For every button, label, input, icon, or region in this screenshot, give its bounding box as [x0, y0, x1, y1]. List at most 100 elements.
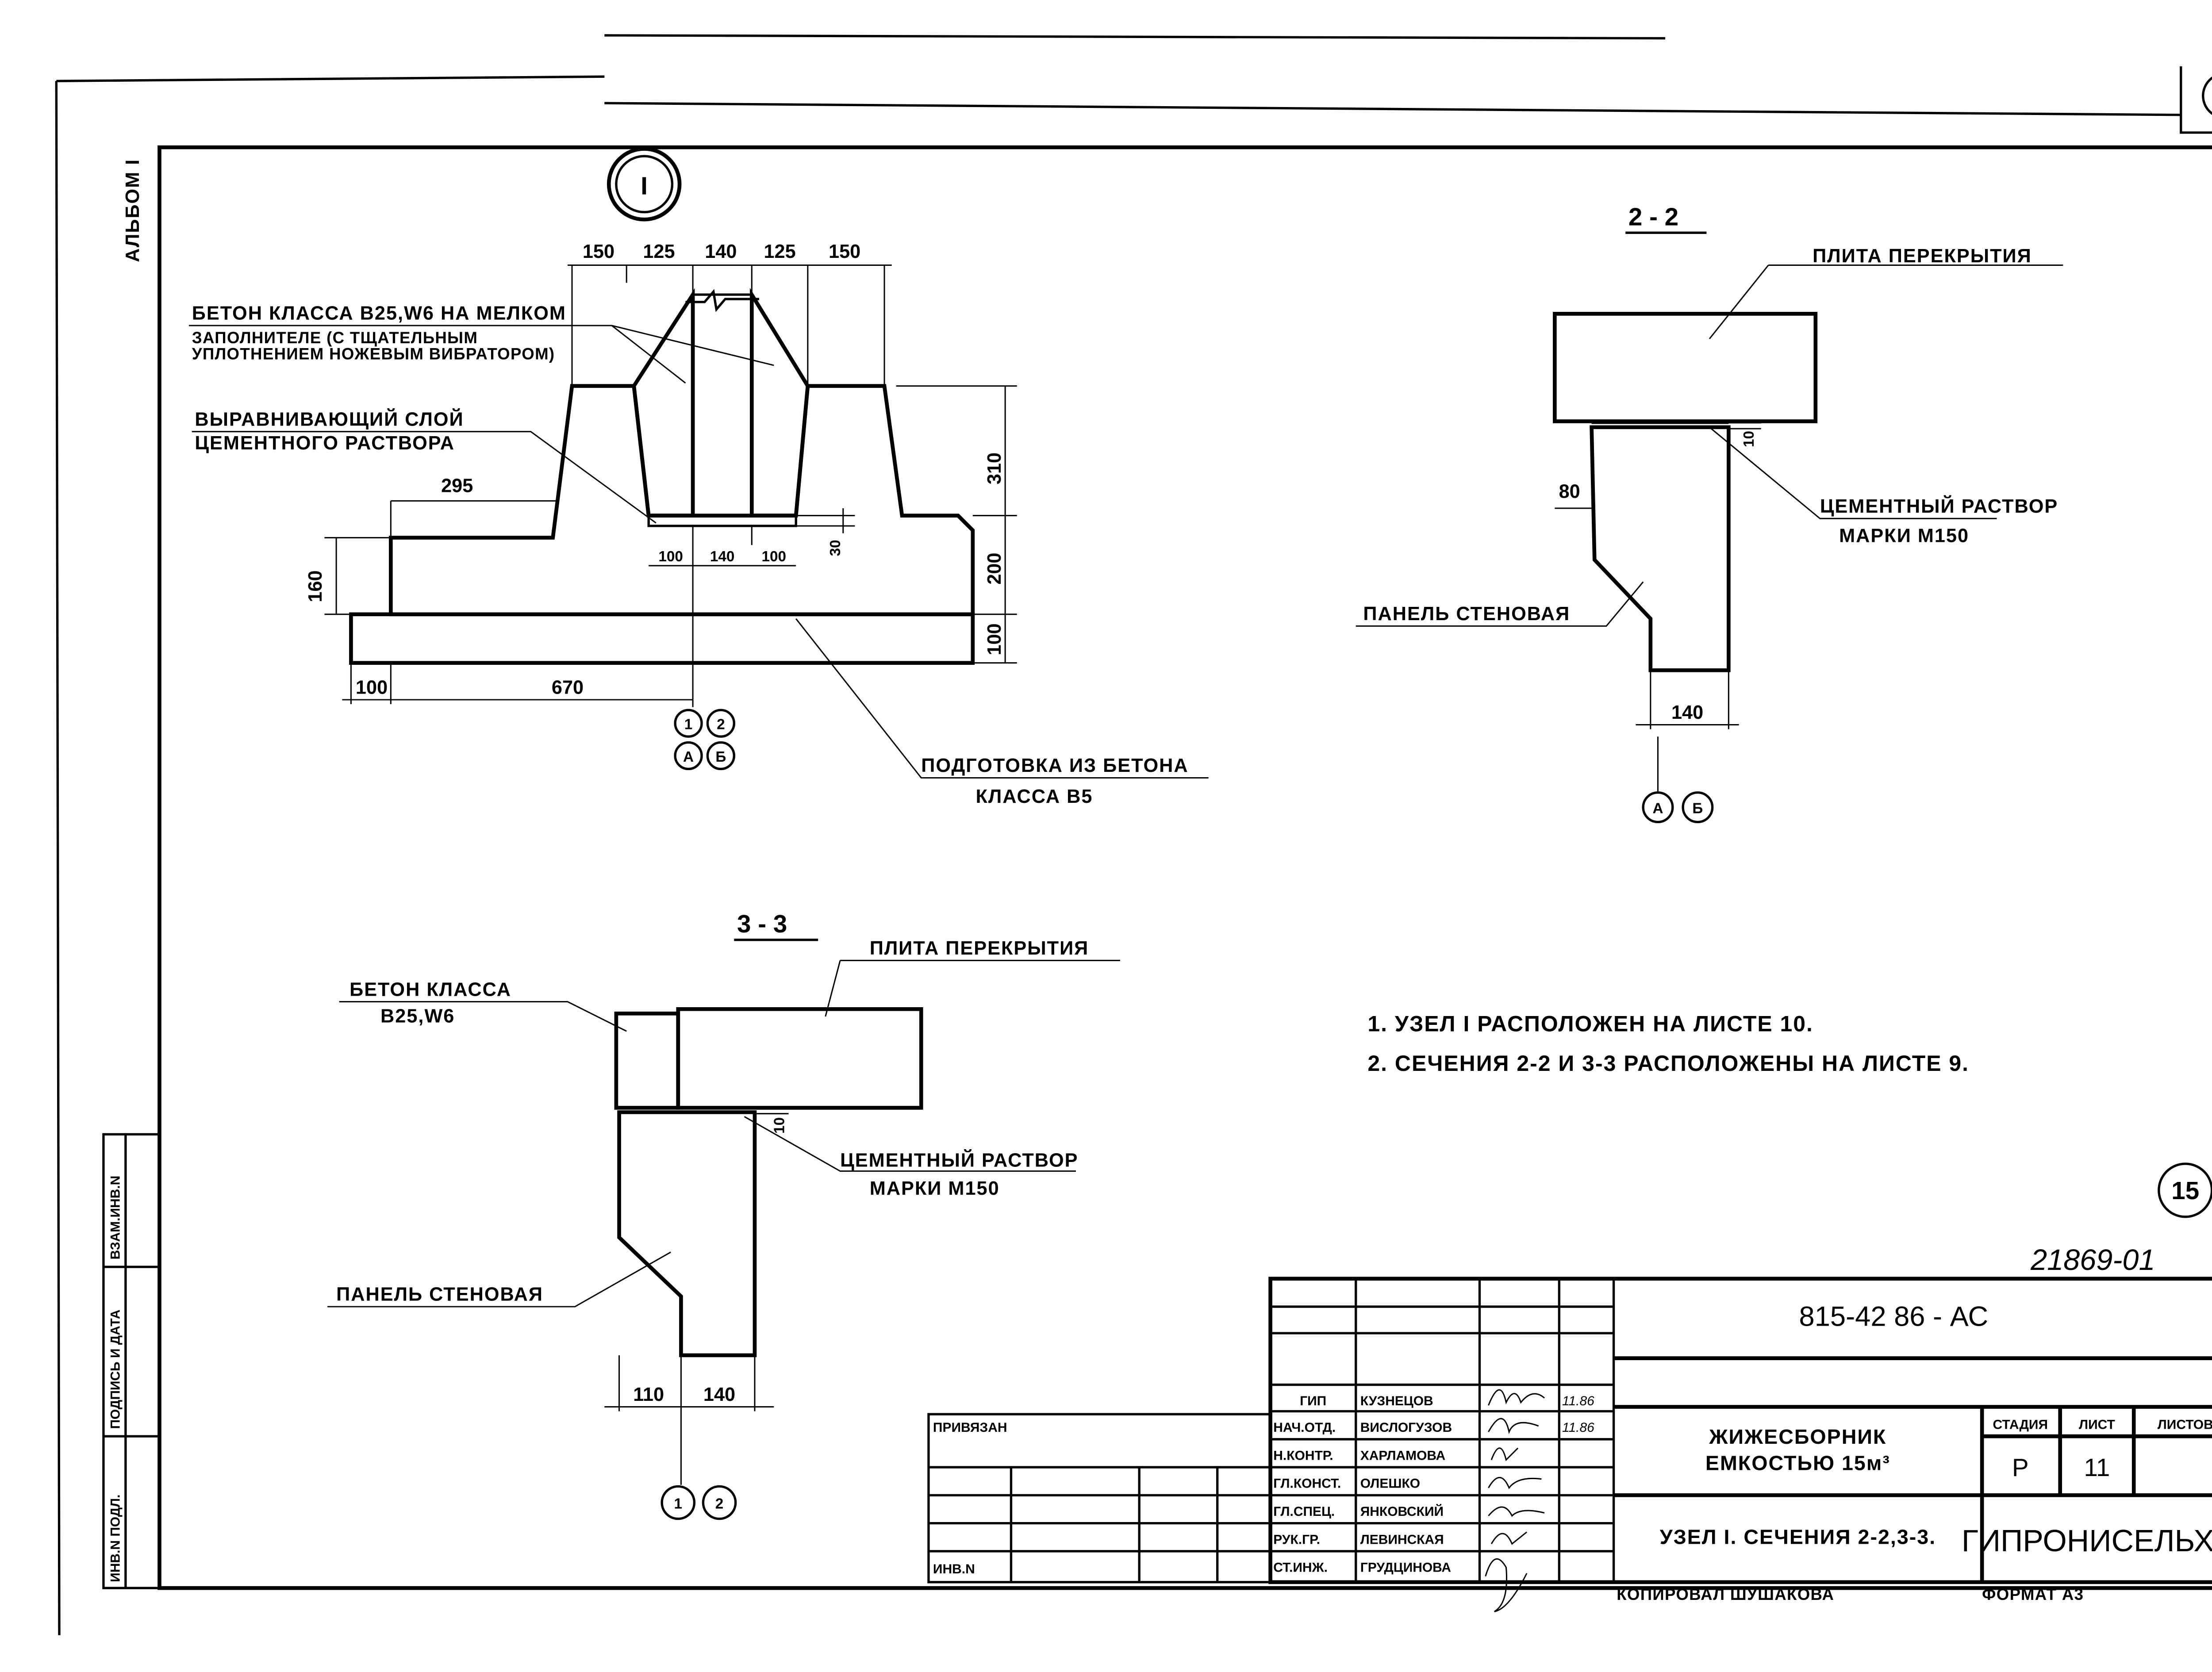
floor-slab: [676, 1007, 923, 1110]
dim-150-right: 150: [829, 241, 860, 262]
signatures: [1485, 1389, 1545, 1612]
svg-text:140: 140: [1671, 702, 1703, 723]
footing-hatched: [389, 384, 975, 617]
svg-text:ГЛ.СПЕЦ.: ГЛ.СПЕЦ.: [1273, 1504, 1335, 1519]
sheet-number-circled: 15: [2158, 1162, 2212, 1218]
axis-markers: 1 2 А Б: [674, 709, 735, 771]
svg-text:ЛИСТОВ: ЛИСТОВ: [2158, 1417, 2212, 1432]
svg-text:ПАНЕЛЬ СТЕНОВАЯ: ПАНЕЛЬ СТЕНОВАЯ: [336, 1284, 543, 1305]
svg-text:ПЛИТА ПЕРЕКРЫТИЯ: ПЛИТА ПЕРЕКРЫТИЯ: [1813, 245, 2032, 267]
svg-text:ПОДПИСЬ И ДАТА: ПОДПИСЬ И ДАТА: [108, 1310, 123, 1429]
concrete-base-preparation: [349, 612, 975, 665]
svg-text:БЕТОН КЛАССА: БЕТОН КЛАССА: [349, 979, 511, 1000]
svg-text:ЯНКОВСКИЙ: ЯНКОВСКИЙ: [1360, 1504, 1444, 1519]
svg-text:100: 100: [658, 548, 683, 565]
wall-panel: [691, 293, 753, 517]
dim-150-left: 150: [583, 241, 614, 262]
svg-text:ЛИСТ: ЛИСТ: [2079, 1417, 2115, 1432]
infill-concrete-left: [632, 288, 695, 518]
sheet-frame: [55, 34, 2212, 1635]
svg-text:ЛЕВИНСКАЯ: ЛЕВИНСКАЯ: [1360, 1532, 1444, 1547]
format-label: ФОРМАТ А3: [1982, 1585, 2084, 1603]
svg-text:10: 10: [772, 1117, 788, 1134]
organization: ГИПРОНИСЕЛЬХОЗ: [1962, 1523, 2212, 1558]
sheet-title: УЗЕЛ I. СЕЧЕНИЯ 2-2,3-3.: [1660, 1525, 1936, 1548]
section-2-2-title: 2 - 2: [1628, 203, 1678, 231]
svg-text:ВЗАМ.ИНВ.N: ВЗАМ.ИНВ.N: [108, 1176, 123, 1260]
node-i-detail: I 150 125 140 125 150 295 160 310 200 10…: [189, 147, 1209, 807]
floor-slab: [1553, 312, 1818, 423]
svg-text:10: 10: [1741, 431, 1757, 447]
svg-text:ГИП: ГИП: [1300, 1394, 1326, 1408]
copied-by: КОПИРОВАЛ ШУШАКОВА: [1617, 1585, 1834, 1603]
dim-125-left: 125: [643, 241, 675, 262]
dim-140: 140: [705, 241, 737, 262]
svg-text:ПАНЕЛЬ СТЕНОВАЯ: ПАНЕЛЬ СТЕНОВАЯ: [1363, 603, 1570, 625]
section-3-3: 3 - 3 БЕТОН КЛАССА В25,W6 ПЛИТА ПЕРЕКРЫТ…: [327, 910, 1120, 1520]
svg-text:КЛАССА В5: КЛАССА В5: [976, 786, 1093, 807]
inv-label: ИНВ.N: [933, 1562, 975, 1576]
svg-text:А: А: [683, 749, 694, 765]
svg-text:200: 200: [984, 552, 1005, 584]
svg-text:МАРКИ М150: МАРКИ М150: [1839, 525, 1969, 547]
label-base-preparation: ПОДГОТОВКА ИЗ БЕТОНА: [921, 755, 1188, 776]
svg-text:11.86: 11.86: [1562, 1420, 1594, 1435]
svg-text:11: 11: [2084, 1453, 2110, 1481]
section-3-3-title: 3 - 3: [737, 910, 787, 938]
section-2-2: 2 - 2 ПЛИТА ПЕРЕКРЫТИЯ ЦЕМЕНТНЫЙ РАСТВОР…: [1356, 203, 2063, 824]
svg-text:Н.КОНТР.: Н.КОНТР.: [1273, 1448, 1333, 1463]
label-leveling-layer: ВЫРАВНИВАЮЩИЙ СЛОЙ: [195, 408, 464, 430]
concrete-infill: [614, 1011, 680, 1110]
svg-text:2: 2: [717, 717, 725, 733]
svg-text:110: 110: [633, 1384, 664, 1405]
svg-text:15: 15: [2171, 1177, 2199, 1204]
svg-text:11.86: 11.86: [1562, 1394, 1594, 1408]
svg-text:ОЛЕШКО: ОЛЕШКО: [1360, 1476, 1420, 1491]
svg-text:РУК.ГР.: РУК.ГР.: [1273, 1532, 1320, 1547]
infill-concrete-right: [749, 288, 810, 518]
svg-text:ЕМКОСТЬЮ 15м³: ЕМКОСТЬЮ 15м³: [1705, 1452, 1890, 1475]
svg-text:80: 80: [1559, 481, 1580, 502]
svg-text:310: 310: [984, 453, 1005, 484]
svg-text:ИНВ.N ПОДЛ.: ИНВ.N ПОДЛ.: [108, 1495, 123, 1582]
svg-text:КУЗНЕЦОВ: КУЗНЕЦОВ: [1360, 1394, 1433, 1408]
label-concrete-b25: БЕТОН КЛАССА В25,W6 НА МЕЛКОМ: [192, 303, 566, 324]
svg-text:ГРУДЦИНОВА: ГРУДЦИНОВА: [1360, 1561, 1451, 1575]
inventory-number: 21869-01: [2030, 1244, 2155, 1277]
svg-text:ЦЕМЕНТНЫЙ РАСТВОР: ЦЕМЕНТНЫЙ РАСТВОР: [1820, 495, 2058, 517]
svg-text:Р: Р: [2012, 1453, 2029, 1481]
sheet-number-top: 15: [2202, 77, 2212, 115]
svg-text:2: 2: [715, 1496, 724, 1512]
svg-text:В25,W6: В25,W6: [380, 1005, 455, 1027]
leveling-mortar-layer: [647, 514, 797, 527]
node-marker: I: [607, 147, 682, 222]
title-block: ПРИВЯЗАН ИНВ.N 815-42 86 - АС ЖИЖЕСБОРНИ…: [927, 1277, 2212, 1612]
svg-text:I: I: [641, 172, 648, 200]
svg-text:ЦЕМЕНТНОГО РАСТВОРА: ЦЕМЕНТНОГО РАСТВОРА: [195, 433, 455, 454]
svg-text:НАЧ.ОТД.: НАЧ.ОТД.: [1273, 1420, 1336, 1435]
svg-text:100: 100: [356, 677, 388, 698]
svg-text:МАРКИ М150: МАРКИ М150: [870, 1178, 1000, 1199]
wall-panel: [1590, 425, 1731, 672]
svg-text:295: 295: [441, 475, 473, 496]
project-name: ЖИЖЕСБОРНИК: [1709, 1425, 1886, 1448]
svg-text:ГЛ.КОНСТ.: ГЛ.КОНСТ.: [1273, 1476, 1341, 1491]
notes: 1. УЗЕЛ I РАСПОЛОЖЕН НА ЛИСТЕ 10. 2. СЕЧ…: [1367, 1011, 1968, 1076]
album-label: АЛЬБОМ I: [122, 159, 143, 262]
side-stamp: ИНВ.N ПОДЛ. ПОДПИСЬ И ДАТА ВЗАМ.ИНВ.N: [102, 1133, 161, 1589]
svg-text:140: 140: [710, 548, 735, 565]
svg-text:Б: Б: [715, 749, 726, 765]
svg-text:УПЛОТНЕНИЕМ НОЖЕВЫМ ВИБРАТОРОМ: УПЛОТНЕНИЕМ НОЖЕВЫМ ВИБРАТОРОМ): [192, 345, 555, 363]
svg-text:140: 140: [703, 1384, 735, 1405]
staff-rows: ГИП КУЗНЕЦОВ 11.86 НАЧ.ОТД. ВИСЛОГУЗОВ 1…: [1273, 1394, 1594, 1575]
svg-text:100: 100: [984, 623, 1005, 655]
linked-label: ПРИВЯЗАН: [933, 1420, 1007, 1435]
svg-text:ВИСЛОГУЗОВ: ВИСЛОГУЗОВ: [1360, 1420, 1452, 1435]
svg-text:СТ.ИНЖ.: СТ.ИНЖ.: [1273, 1561, 1328, 1575]
document-code: 815-42 86 - АС: [1799, 1301, 1989, 1332]
svg-text:30: 30: [827, 540, 844, 556]
svg-text:670: 670: [552, 677, 584, 698]
svg-text:1: 1: [674, 1496, 683, 1512]
svg-text:ЗАПОЛНИТЕЛЕ (С ТЩАТЕЛЬНЫМ: ЗАПОЛНИТЕЛЕ (С ТЩАТЕЛЬНЫМ: [192, 329, 478, 347]
